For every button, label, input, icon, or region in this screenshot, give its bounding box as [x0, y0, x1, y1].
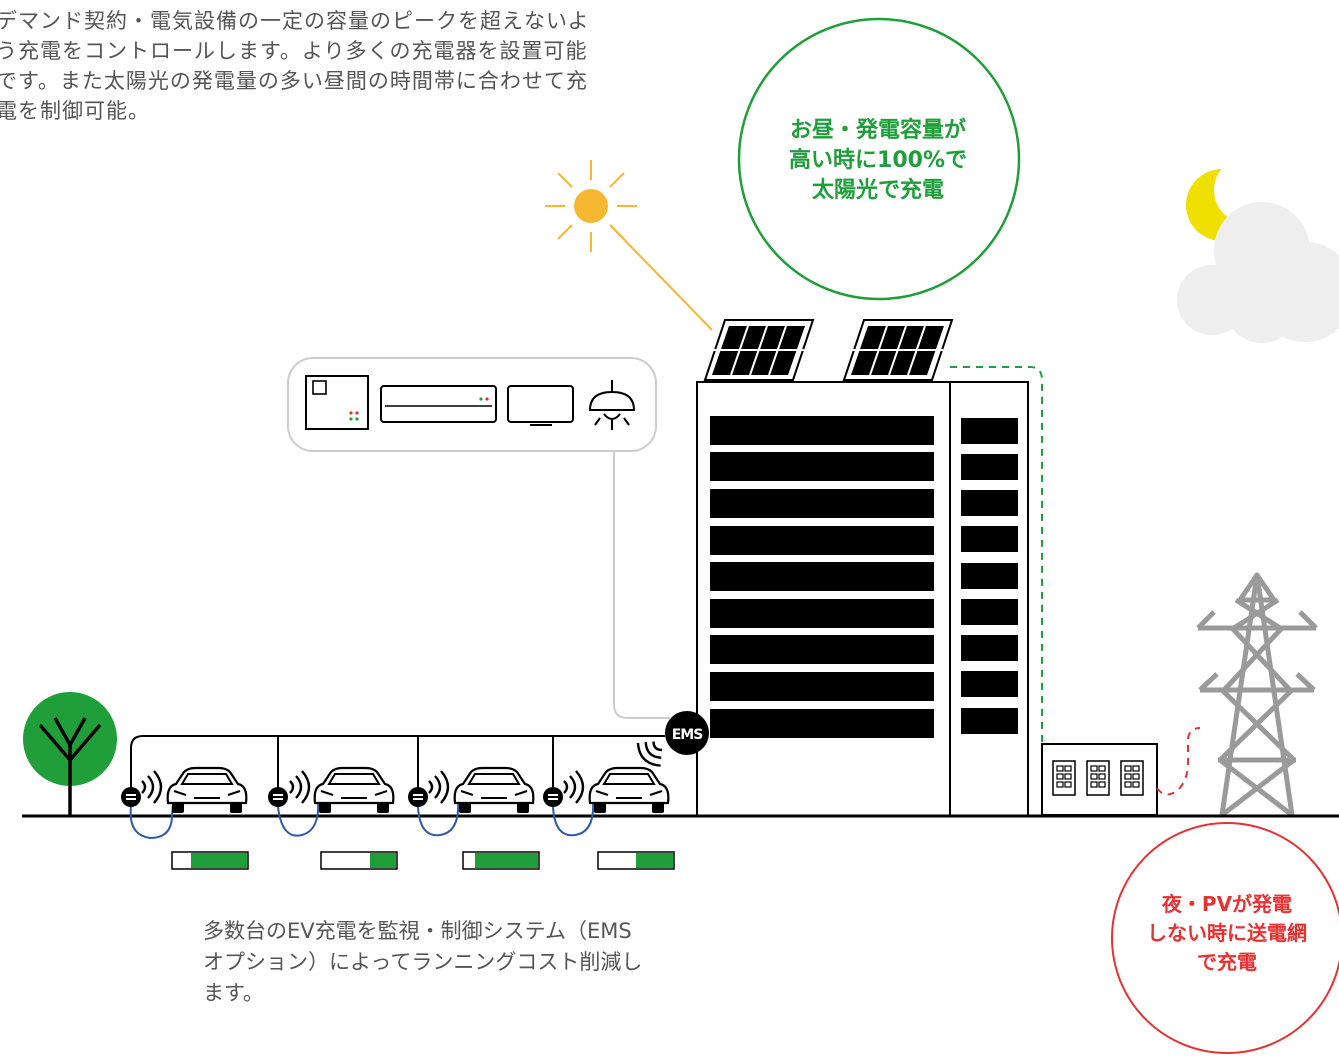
charging-cable: [552, 791, 596, 837]
battery-icon: [462, 851, 540, 870]
nighttime-grid-text: 夜・PVが発電 しない時に送電網 で充電: [1107, 890, 1339, 977]
intro-description: デマンド契約・電気設備の一定の容量のピークを超えないよう充電をコントロールします…: [0, 9, 590, 123]
home-devices-bubble: [287, 357, 657, 452]
battery-icon: [320, 851, 398, 870]
charging-station-1: [120, 766, 248, 840]
ems-device-link: [613, 451, 670, 719]
charging-station-3: [407, 766, 535, 837]
building-icon: [696, 381, 1029, 817]
ev-charger-icon: [120, 786, 142, 808]
tv-icon: [507, 385, 574, 426]
car-icon: [166, 766, 248, 815]
battery-icon: [597, 851, 675, 870]
battery-fill-4: [636, 853, 673, 868]
nighttime-line-3: で充電: [1197, 950, 1257, 974]
daytime-line-1: お昼・発電容量が: [789, 118, 966, 143]
switchboard-icon: [1041, 743, 1158, 816]
ems-icon: EMS: [665, 711, 709, 755]
car-icon: [313, 766, 395, 815]
outlet-panel-icon: [305, 375, 369, 430]
wifi-signal-icon: [562, 769, 585, 805]
battery-fill-3: [475, 853, 538, 868]
charging-station-4: [542, 766, 670, 837]
ceiling-lamp-icon: [588, 380, 636, 430]
nighttime-line-1: 夜・PVが発電: [1161, 892, 1293, 916]
sun-icon: [545, 160, 713, 331]
power-tower-icon: [1196, 572, 1318, 817]
wifi-signal-icon: [140, 769, 163, 805]
daytime-line-3: 太陽光で充電: [811, 178, 944, 203]
battery-fill-1: [191, 853, 247, 868]
nighttime-grid-bubble: [1111, 822, 1339, 1054]
daytime-line-2: 高い時に100%で: [789, 148, 967, 173]
battery-icon: [171, 851, 249, 870]
pv-power-line: [950, 366, 1043, 745]
ems-description: 多数台のEV充電を監視・制御システム（EMSオプション）によってランニングコスト…: [203, 919, 643, 1005]
ev-charger-icon: [267, 786, 289, 808]
ems-label: EMS: [672, 727, 703, 743]
ev-charger-icon: [542, 786, 564, 808]
charging-cable: [277, 791, 321, 837]
solar-panel-icon: [704, 319, 953, 381]
charging-cable: [417, 791, 461, 837]
air-conditioner-icon: [380, 385, 497, 423]
grid-power-line: [1156, 727, 1201, 796]
wifi-signal-icon: [631, 733, 671, 772]
tree-icon: [23, 692, 117, 816]
charger-bus-line: [130, 735, 665, 790]
wifi-signal-icon: [427, 769, 450, 805]
daytime-solar-bubble: [737, 17, 1021, 301]
car-icon: [588, 766, 670, 815]
car-icon: [453, 766, 535, 815]
cloud-icon: [1177, 202, 1339, 343]
daytime-solar-text: お昼・発電容量が 高い時に100%で 太陽光で充電: [738, 116, 1018, 206]
charging-station-2: [267, 766, 395, 837]
battery-fill-2: [370, 853, 396, 868]
nighttime-line-2: しない時に送電網: [1147, 921, 1307, 945]
wifi-signal-icon: [288, 769, 311, 805]
ev-charger-icon: [407, 786, 429, 808]
charging-cable: [129, 791, 175, 840]
